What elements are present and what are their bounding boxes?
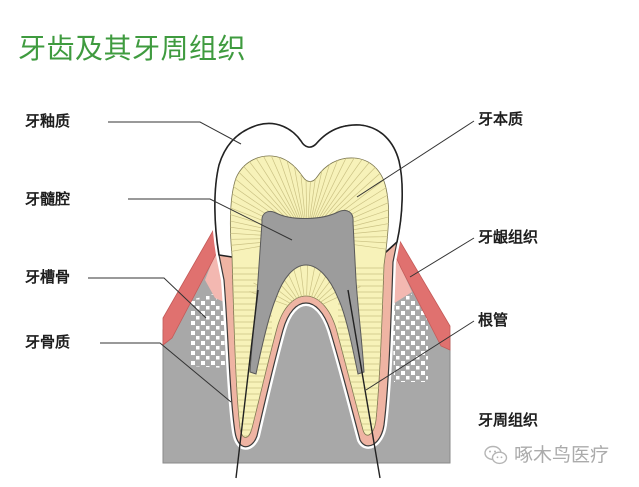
label-pulp-cavity: 牙髓腔 (25, 190, 71, 208)
leader-line-gingiva (409, 237, 475, 278)
leader-line-cementum (100, 342, 232, 403)
wechat-icon-eye (489, 450, 491, 453)
watermark: 啄木鸟医疗 (484, 444, 609, 466)
bone-dots-right (392, 290, 428, 382)
label-enamel: 牙釉质 (25, 112, 71, 130)
page-title: 牙齿及其牙周组织 (18, 32, 247, 65)
watermark-text: 啄木鸟医疗 (514, 444, 610, 466)
wechat-icon-eye (494, 450, 496, 453)
wechat-icon (484, 445, 508, 465)
leader-line-enamel (108, 121, 242, 145)
root-canal-right (347, 289, 381, 479)
label-dentin: 牙本质 (478, 110, 524, 128)
bone-dots-left (190, 294, 225, 368)
pulp (249, 209, 365, 375)
label-periodontium: 牙周组织 (478, 411, 539, 429)
wechat-icon-eye (496, 456, 499, 459)
label-cementum: 牙骨质 (25, 333, 71, 351)
label-root-canal: 根管 (478, 311, 509, 329)
leader-line-alveolar-bone (88, 277, 207, 319)
leader-line-root-canal (365, 320, 475, 391)
root-canal-left (235, 289, 259, 479)
label-gingiva: 牙龈组织 (478, 228, 539, 246)
wechat-icon-bubble-small (491, 451, 508, 465)
label-alveolar-bone: 牙槽骨 (25, 268, 71, 286)
leader-line-dentin (356, 120, 475, 198)
leader-line-pulp-cavity (128, 198, 293, 241)
wechat-icon-eye (500, 456, 503, 459)
